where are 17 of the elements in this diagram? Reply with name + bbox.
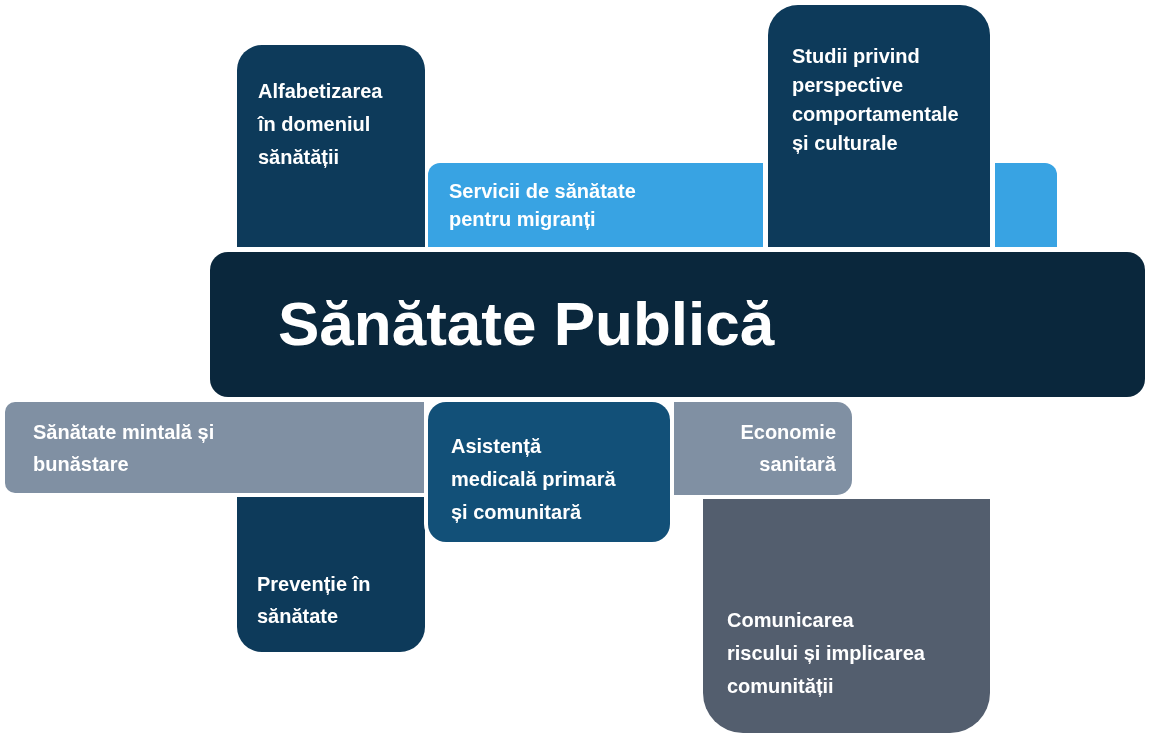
topic-label: Comunicarea riscului și implicarea comunității [727,608,926,699]
topic-block [237,45,425,247]
banner-title: Sănătate Publică [278,288,775,360]
topic-block [768,5,990,247]
topic-block [428,163,763,247]
topic-block [703,499,990,733]
topic-block [5,402,424,493]
topic-label: Asistență medicală primară și comunitară [451,434,617,525]
topic-block [237,497,425,652]
topic-label: Prevenție în sănătate [257,572,372,629]
topic-label: Sănătate mintală și bunăstare [33,420,216,477]
central-banner [210,252,1145,397]
topic-label: Servicii de sănătate pentru migranți [449,179,637,232]
empty-tile [995,163,1057,247]
topic-label: Alfabetizarea în domeniul sănătății [258,79,384,170]
topic-label: Studii privind perspective comportamentale și culturale [792,44,960,156]
topic-label: Economie sanitară [739,420,836,477]
